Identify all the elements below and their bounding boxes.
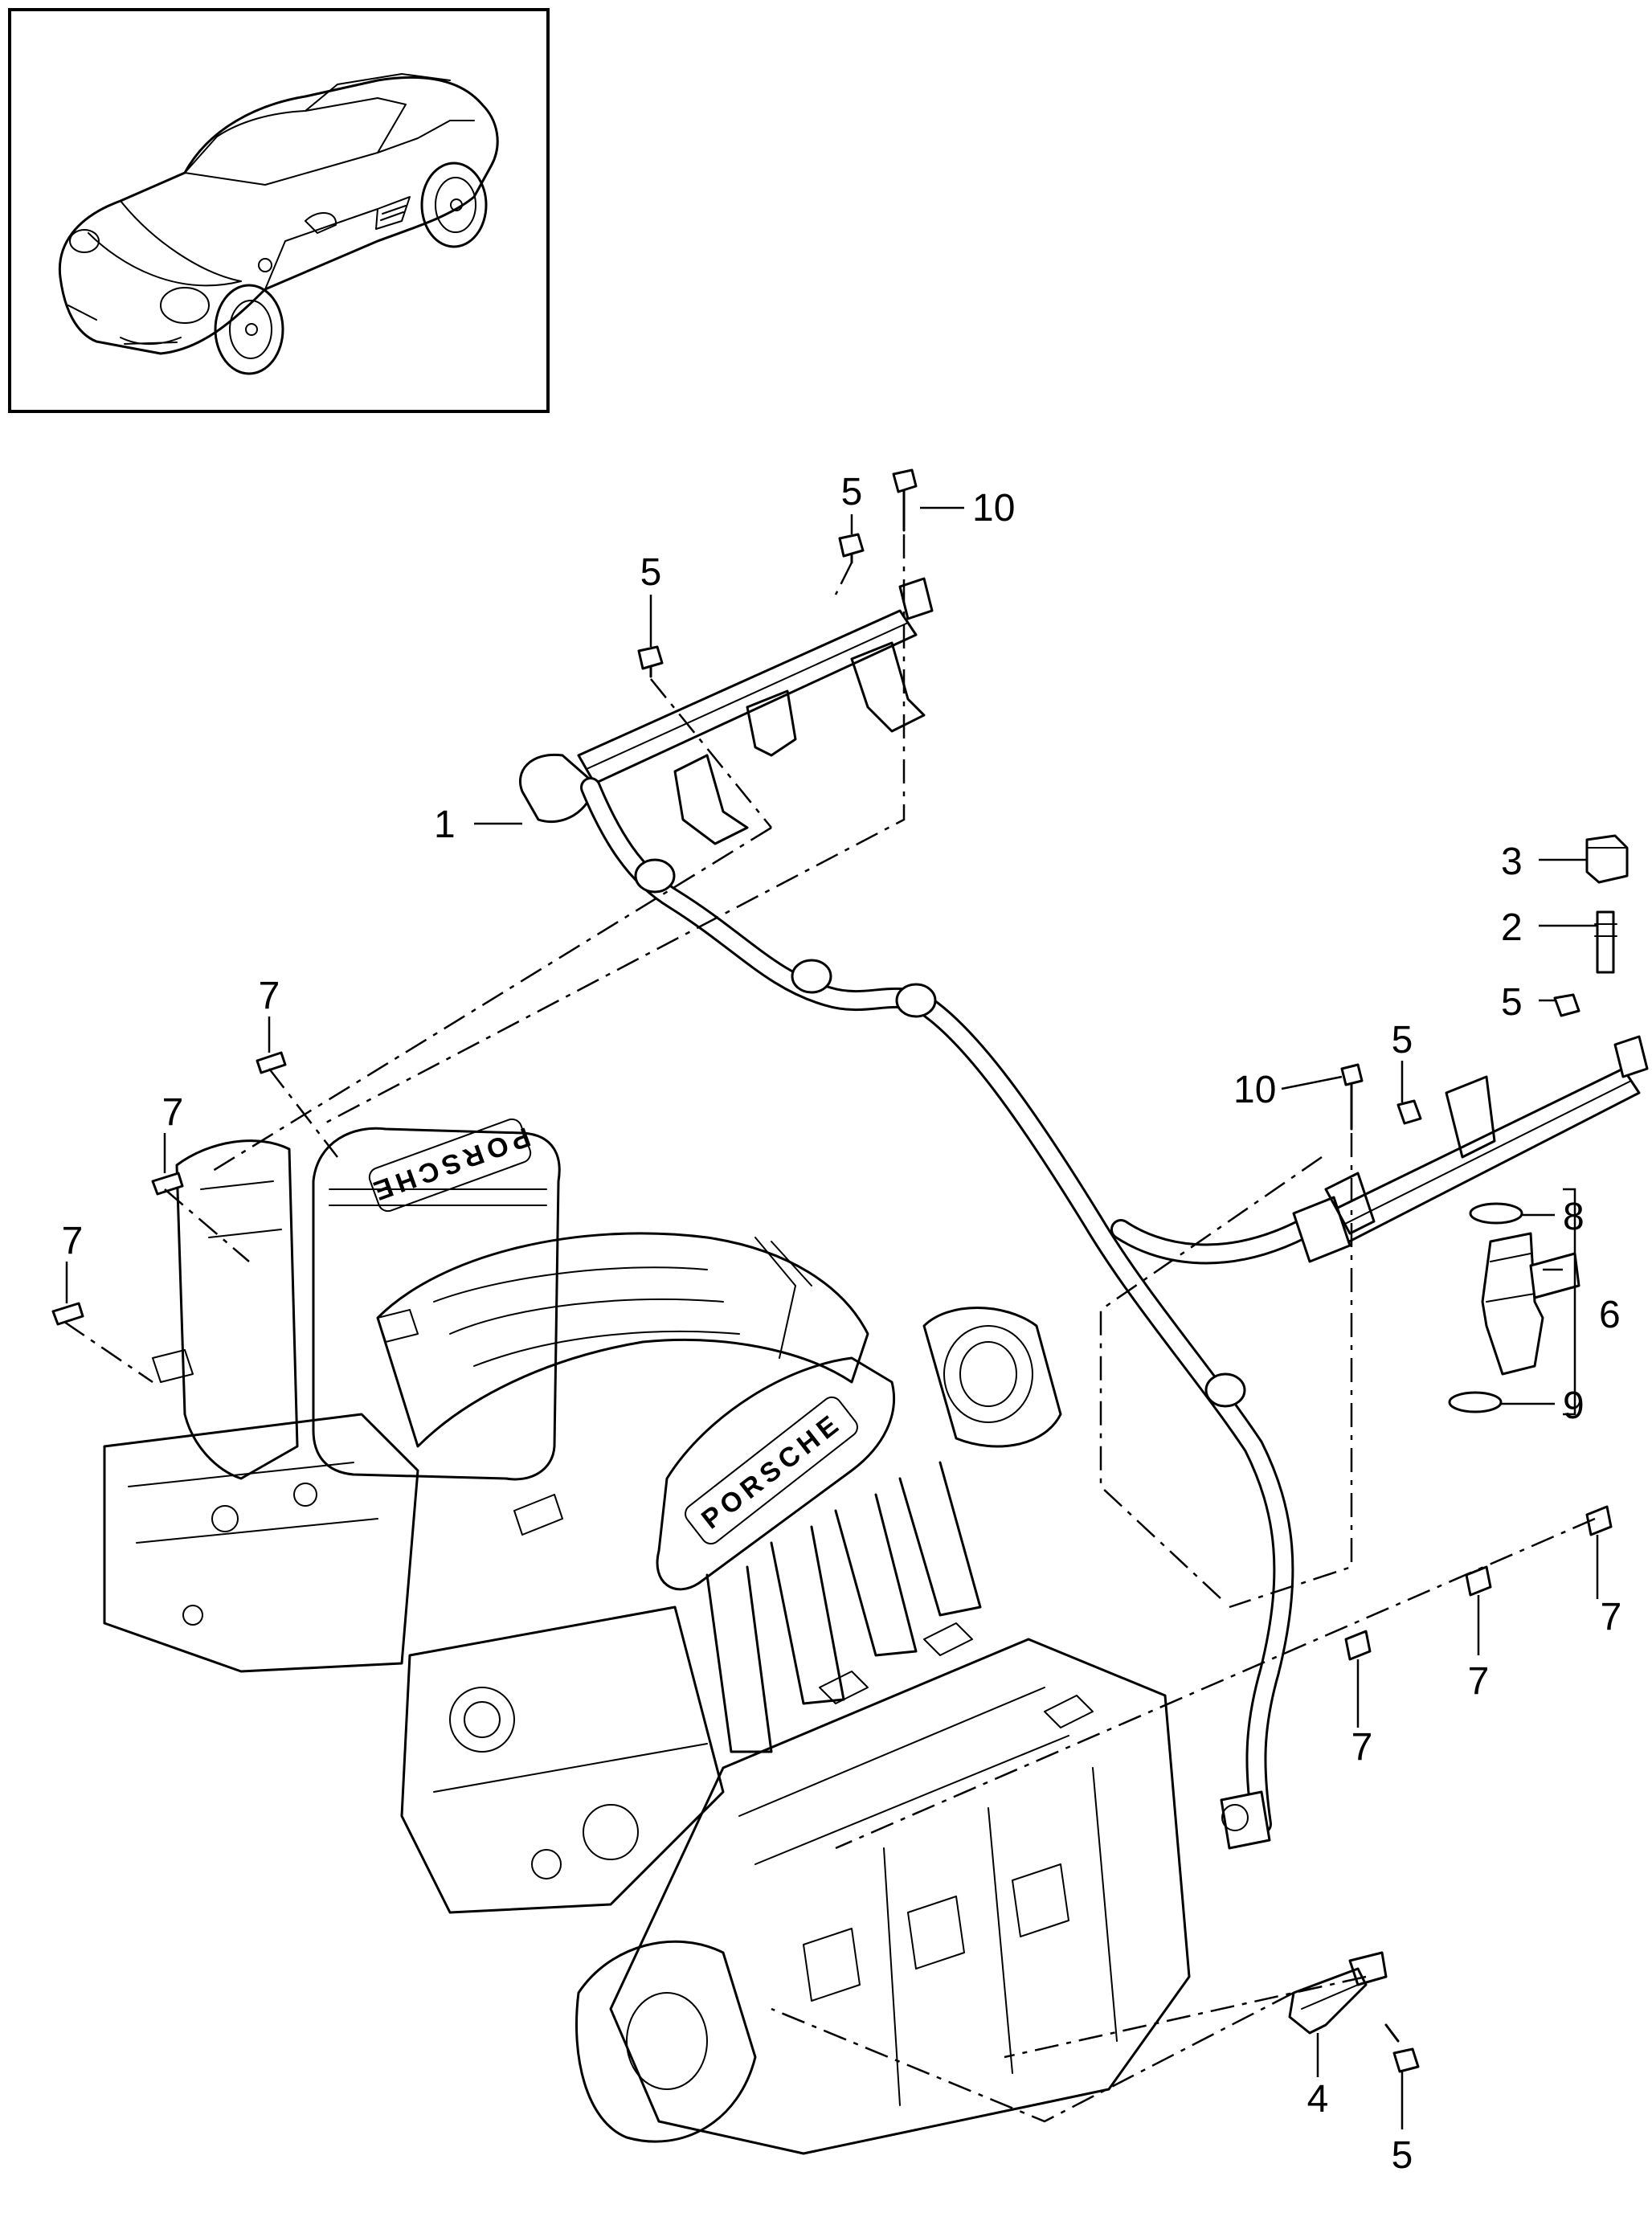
callout-1: 1 xyxy=(434,804,456,846)
callout-labels: 5 10 5 1 3 2 5 5 10 8 6 9 7 7 7 7 7 7 4 … xyxy=(62,471,1622,2177)
callout-10: 10 xyxy=(1233,1069,1276,1111)
part-1-fuel-rail-right xyxy=(1110,1035,1649,1265)
callout-7: 7 xyxy=(259,975,280,1017)
callout-4: 4 xyxy=(1307,2078,1329,2121)
callout-7: 7 xyxy=(1601,1596,1622,1638)
callout-10: 10 xyxy=(972,487,1015,530)
intake-logo-left: PORSCHE xyxy=(365,1121,534,1208)
part-9-o-ring xyxy=(1448,1391,1503,1413)
callout-6: 6 xyxy=(1599,1294,1621,1336)
vehicle-thumbnail xyxy=(8,8,550,413)
callout-9: 9 xyxy=(1563,1385,1585,1427)
clips-7 xyxy=(51,1051,1613,1661)
callout-5: 5 xyxy=(640,551,662,594)
callout-5: 5 xyxy=(1392,1019,1413,1061)
callout-7: 7 xyxy=(1468,1660,1490,1703)
engine-assembly: PORSCHE PORSCHE xyxy=(103,1118,1191,2155)
callout-7: 7 xyxy=(62,1220,84,1262)
callout-7: 7 xyxy=(162,1091,184,1134)
part-3-cap xyxy=(1585,834,1629,884)
part-8-o-ring xyxy=(1469,1202,1523,1225)
part-2-valve xyxy=(1594,910,1617,974)
assembly-lines xyxy=(63,534,1596,2123)
part-1-fuel-rail-left xyxy=(519,577,1294,1850)
car-outline-icon xyxy=(58,73,499,375)
callout-2: 2 xyxy=(1501,906,1523,949)
callout-7: 7 xyxy=(1351,1726,1373,1769)
part-4-bracket xyxy=(1288,1951,1388,2035)
leader-lines xyxy=(65,506,1599,2129)
bolts xyxy=(637,468,1580,2073)
callout-5: 5 xyxy=(1501,981,1523,1024)
intake-logo-right: PORSCHE xyxy=(696,1407,848,1535)
callout-5: 5 xyxy=(841,471,863,513)
callout-5: 5 xyxy=(1392,2134,1413,2177)
callout-3: 3 xyxy=(1501,841,1523,883)
part-6-injector xyxy=(1448,1188,1580,1416)
callout-8: 8 xyxy=(1563,1196,1585,1238)
